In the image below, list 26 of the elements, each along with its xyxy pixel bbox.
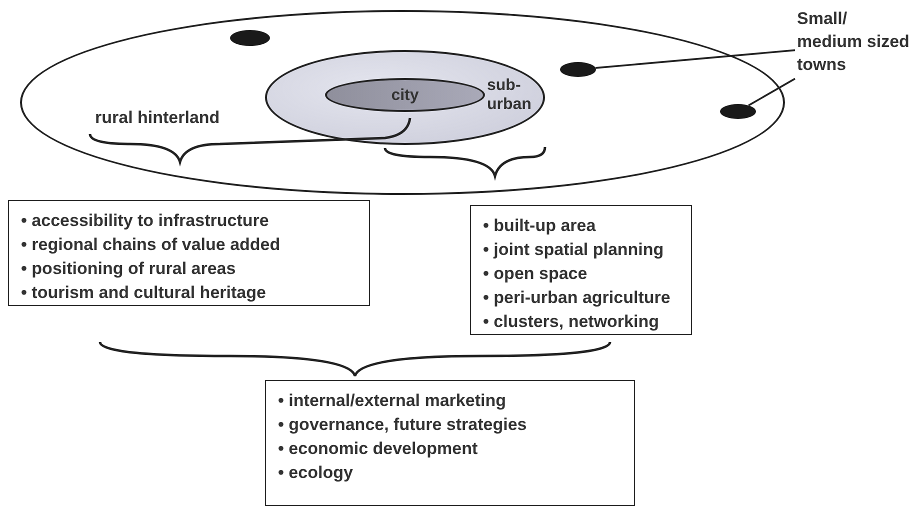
list-item: • internal/external marketing: [278, 390, 507, 412]
text-box: [470, 205, 692, 335]
list-item: • clusters, networking: [483, 311, 660, 333]
list-item: • accessibility to infrastructure: [21, 210, 270, 232]
list-item: • regional chains of value added: [21, 234, 282, 256]
town-marker: [720, 104, 756, 119]
list-item: • joint spatial planning: [483, 239, 665, 261]
list-item: • positioning of rural areas: [21, 258, 237, 280]
list-item: • open space: [483, 263, 588, 285]
list-item: • peri-urban agriculture: [483, 287, 672, 309]
list-item: • ecology: [278, 462, 354, 484]
town-marker: [230, 30, 270, 46]
zone-label: city: [390, 86, 420, 105]
zone-label: sub- urban: [487, 76, 532, 114]
text-box: [265, 380, 635, 506]
text-box: [8, 200, 370, 306]
list-item: • governance, future strategies: [278, 414, 528, 436]
list-item: • economic development: [278, 438, 479, 460]
list-item: • tourism and cultural heritage: [21, 282, 267, 304]
region-label: rural hinterland: [95, 108, 220, 128]
list-item: • built-up area: [483, 215, 597, 237]
town-label: Small/ medium sized towns: [795, 5, 912, 85]
town-marker: [560, 62, 596, 77]
leader-line: [748, 78, 796, 106]
leader-line: [596, 49, 796, 69]
region-outline: [20, 10, 785, 195]
